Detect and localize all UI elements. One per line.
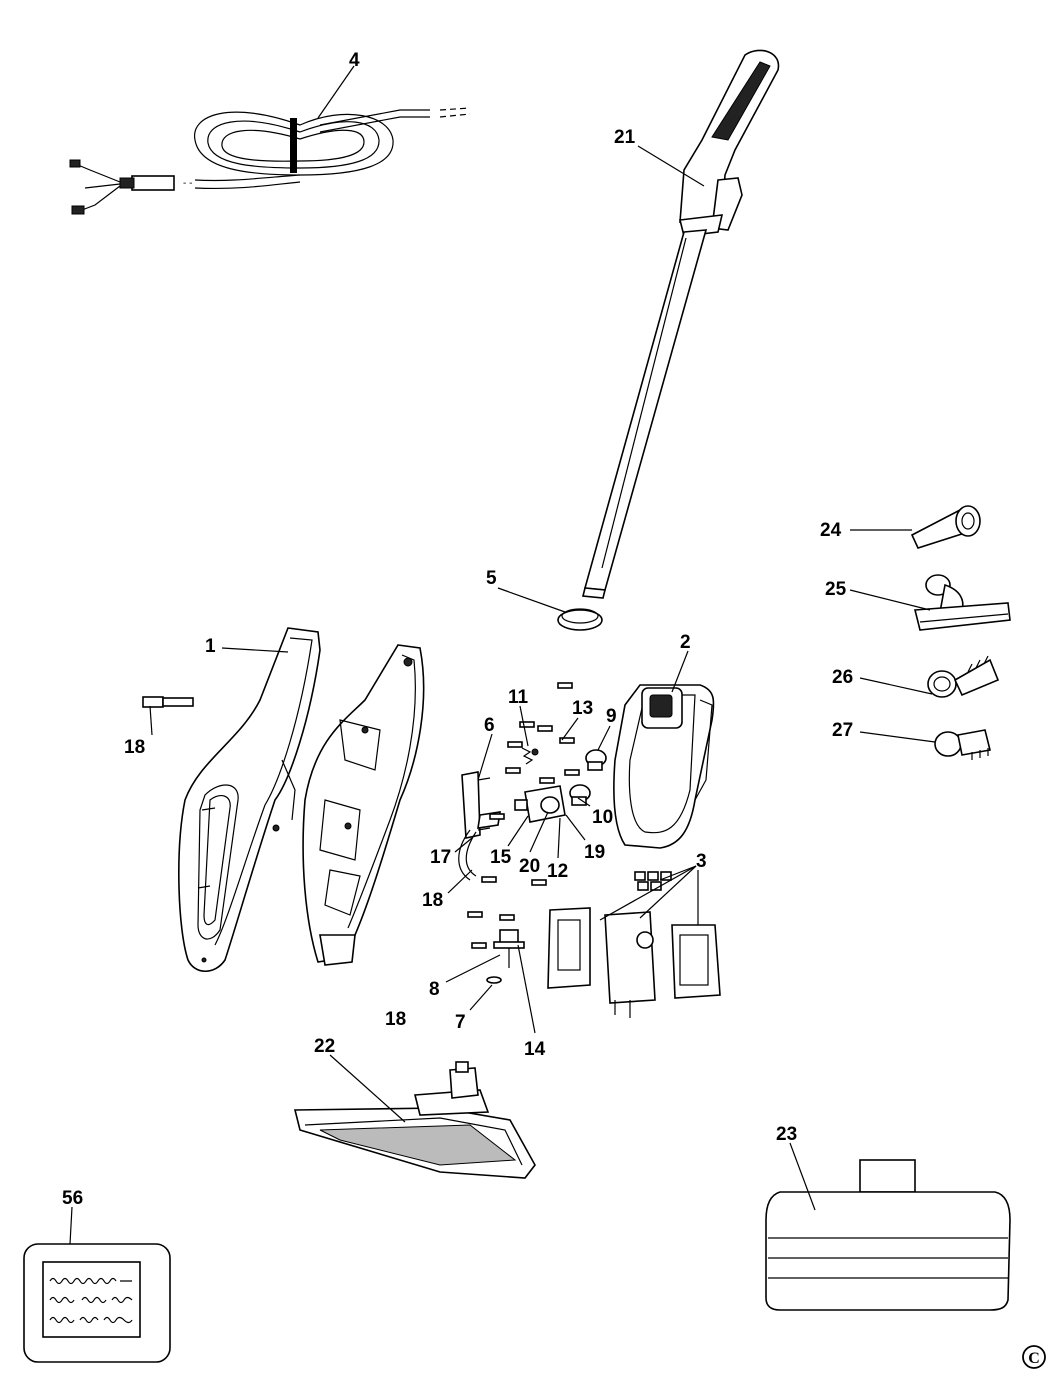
part-7-washer — [486, 976, 502, 984]
label-18-left: 18 — [124, 737, 145, 758]
copyright-symbol: C — [1028, 1350, 1040, 1367]
label-7: 7 — [455, 1012, 466, 1033]
label-24: 24 — [820, 520, 842, 541]
label-6: 6 — [484, 715, 495, 736]
rear-housing-shell — [302, 644, 425, 966]
label-13: 13 — [572, 698, 593, 719]
part-5-locking-ring — [557, 608, 603, 631]
label-1: 1 — [205, 636, 216, 657]
label-21: 21 — [614, 127, 636, 148]
part-24-nozzle — [910, 505, 981, 549]
part-10-knob — [569, 784, 591, 806]
label-19: 19 — [584, 842, 605, 863]
label-4: 4 — [349, 50, 360, 71]
label-25: 25 — [825, 579, 847, 600]
label-5: 5 — [486, 568, 497, 589]
label-14: 14 — [524, 1039, 546, 1060]
label-26: 26 — [832, 667, 853, 688]
label-18-lower: 18 — [385, 1009, 406, 1030]
label-8: 8 — [429, 979, 440, 1000]
label-3: 3 — [696, 851, 707, 872]
part-1-front-housing — [178, 627, 321, 973]
label-20: 20 — [519, 856, 540, 877]
label-15: 15 — [490, 847, 512, 868]
label-56: 56 — [62, 1188, 83, 1209]
part-22-mop-head — [293, 1061, 536, 1179]
part-18-clip-left — [142, 696, 194, 708]
label-27: 27 — [832, 720, 853, 741]
label-9: 9 — [606, 706, 617, 727]
part-56-instruction-card — [23, 1243, 171, 1363]
part-11-spring — [521, 747, 539, 765]
label-12: 12 — [547, 861, 568, 882]
label-23: 23 — [776, 1124, 797, 1145]
label-22: 22 — [314, 1036, 335, 1057]
label-10: 10 — [592, 807, 613, 828]
part-4-power-cord: - - — [69, 107, 471, 215]
copyright-mark: C — [1022, 1345, 1046, 1369]
label-11: 11 — [508, 687, 529, 708]
part-8-valve — [493, 929, 525, 968]
label-17: 17 — [430, 847, 451, 868]
label-2: 2 — [680, 632, 691, 653]
part-labels: 4 21 5 1 18 2 11 13 9 6 10 17 15 20 12 1… — [62, 50, 853, 1209]
svg-text:- -: - - — [183, 178, 192, 189]
part-25-window-tool — [913, 574, 1011, 631]
label-18-mid: 18 — [422, 890, 443, 911]
part-2-water-tank — [613, 684, 715, 849]
part-6-bracket — [461, 771, 491, 839]
part-21-handle-tube — [581, 49, 780, 599]
part-9-knob — [585, 749, 607, 771]
leader-lines — [69, 65, 936, 1245]
screws — [467, 682, 580, 949]
part-27-round-brush — [934, 729, 991, 760]
part-3-boiler-assembly — [547, 871, 721, 1018]
part-23-cleaning-pad — [765, 1159, 1011, 1311]
part-15-switch — [514, 785, 566, 823]
part-26-brush-tool — [927, 655, 1000, 698]
